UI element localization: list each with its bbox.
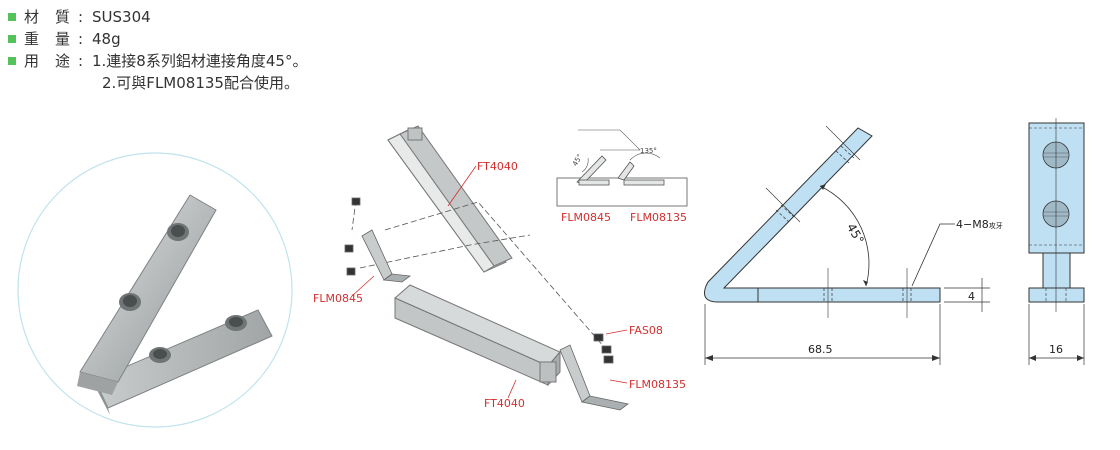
label-ft4040-top: FT4040 (477, 160, 518, 173)
angle-label-left: FLM0845 (561, 211, 611, 224)
spec-colon: : (78, 30, 84, 48)
spec-value: 1.連接8系列鋁材連接角度45°。 (92, 52, 308, 70)
spec-colon: : (78, 8, 84, 26)
dim-thickness: 4 (968, 290, 975, 303)
flm08135-part (559, 333, 629, 411)
profile-bottom (394, 284, 561, 387)
dim-width: 16 (1049, 343, 1063, 356)
profile-top (387, 125, 513, 273)
spec-label: 重 量 (24, 30, 71, 48)
drawing-angle: 45° (844, 221, 867, 246)
label-flm08135: FLM08135 (629, 378, 686, 391)
label-fas08: FAS08 (629, 324, 663, 337)
drawing-front-view (1028, 122, 1085, 303)
spec-colon: : (78, 52, 84, 70)
bracket-lower-arm (94, 309, 273, 409)
bullet-icon (8, 57, 16, 65)
label-flm0845: FLM0845 (313, 292, 363, 305)
spec-list: 材 質 : SUS304 重 量 : 48g 用 途 : 1.連接8系列鋁材連接… (8, 6, 307, 94)
spec-usage: 用 途 : 1.連接8系列鋁材連接角度45°。 (8, 50, 307, 72)
flm0845-part (344, 197, 412, 283)
spec-material: 材 質 : SUS304 (8, 6, 307, 28)
spec-label: 材 質 (24, 8, 71, 26)
bullet-icon (8, 35, 16, 43)
dim-length: 68.5 (808, 343, 833, 356)
bullet-icon (8, 13, 16, 21)
spec-value: SUS304 (92, 8, 151, 26)
drawing-side-view (704, 127, 941, 303)
spec-label: 用 途 (24, 52, 71, 70)
hole-callout: 4−M8攻牙 (956, 218, 1003, 231)
spec-usage-line2: 2.可與FLM08135配合使用。 (102, 74, 299, 92)
label-ft4040-bottom: FT4040 (484, 397, 525, 410)
spec-value: 48g (92, 30, 121, 48)
bracket-upper-arm (79, 194, 217, 383)
spec-weight: 重 量 : 48g (8, 28, 307, 50)
angle-label-right: FLM08135 (630, 211, 687, 224)
angle-right-text: 135° (640, 147, 657, 155)
